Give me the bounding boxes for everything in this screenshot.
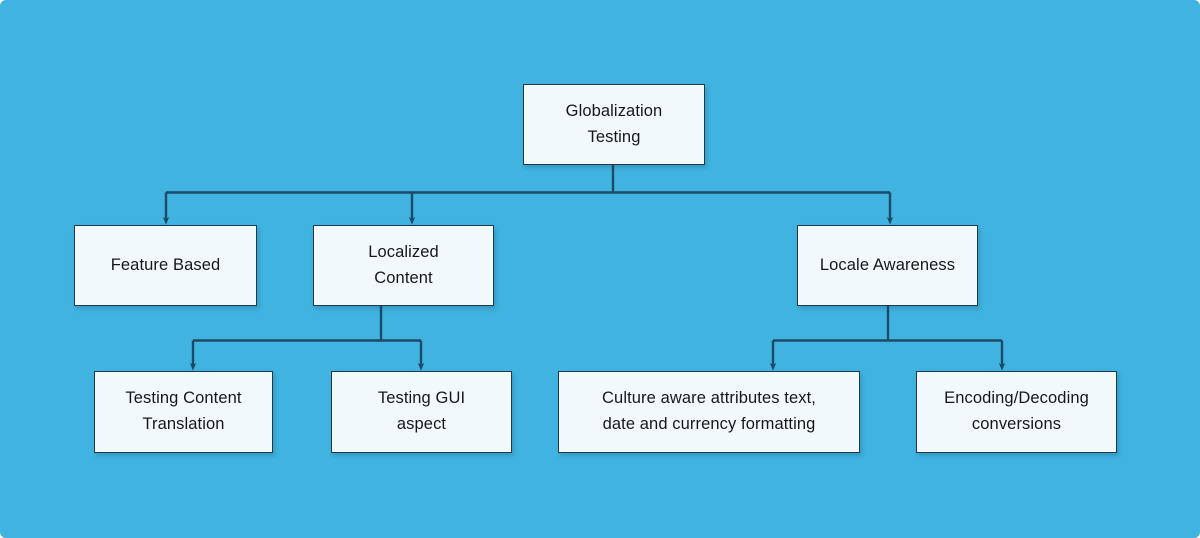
node-testing-gui-aspect[interactable]: Testing GUI aspect: [331, 371, 512, 453]
node-localized-content[interactable]: Localized Content: [313, 225, 494, 306]
node-testing-content-translation-label: Testing Content Translation: [125, 389, 242, 433]
node-feature-based-label: Feature Based: [110, 255, 221, 274]
node-localized-content-label: Localized Content: [368, 242, 439, 287]
node-globalization-testing-label: Globalization Testing: [565, 101, 663, 146]
node-testing-gui-aspect-label: Testing GUI aspect: [377, 389, 466, 433]
node-encoding-decoding-conversions[interactable]: Encoding/Decoding conversions: [916, 371, 1117, 453]
node-feature-based[interactable]: Feature Based: [74, 225, 257, 306]
node-culture-aware-attributes-label: Culture aware attributes text, date and …: [602, 389, 816, 433]
node-culture-aware-attributes[interactable]: Culture aware attributes text, date and …: [558, 371, 860, 453]
node-locale-awareness-label: Locale Awareness: [819, 255, 956, 274]
node-globalization-testing[interactable]: Globalization Testing: [523, 84, 705, 165]
node-encoding-decoding-conversions-label: Encoding/Decoding conversions: [944, 389, 1089, 433]
node-testing-content-translation[interactable]: Testing Content Translation: [94, 371, 273, 453]
node-locale-awareness[interactable]: Locale Awareness: [797, 225, 978, 306]
